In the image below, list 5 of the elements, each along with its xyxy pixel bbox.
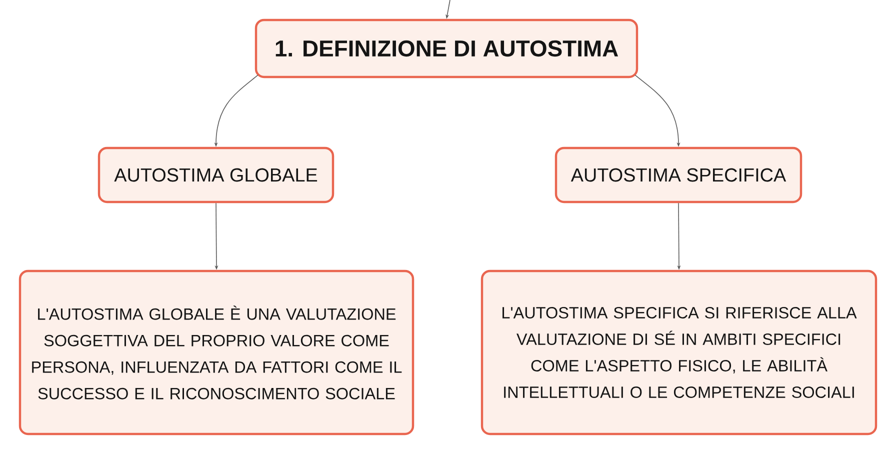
description-box: L'AUTOSTIMA SPECIFICA SI RIFERISCE ALLA VALUTAZIONE DI SÉ IN AMBITI SPECIFICI COME L'ASPETTO FISICO, LE ABILITÀ INTELLETTUALI O LE COMPETENZE SOCIALI	[480, 270, 878, 436]
concept-box: AUTOSTIMA SPECIFICA	[554, 146, 802, 204]
description-box: L'AUTOSTIMA GLOBALE È UNA VALUTAZIONE SOGGETTIVA DEL PROPRIO VALORE COME PERSONA, INFLUENZATA DA FATTORI COME IL SUCCESSO E IL RICONOSCIMENTO SOCIALE	[18, 270, 414, 436]
concept-box: AUTOSTIMA GLOBALE	[98, 146, 334, 204]
title-box: 1. DEFINIZIONE DI AUTOSTIMA	[254, 18, 638, 78]
